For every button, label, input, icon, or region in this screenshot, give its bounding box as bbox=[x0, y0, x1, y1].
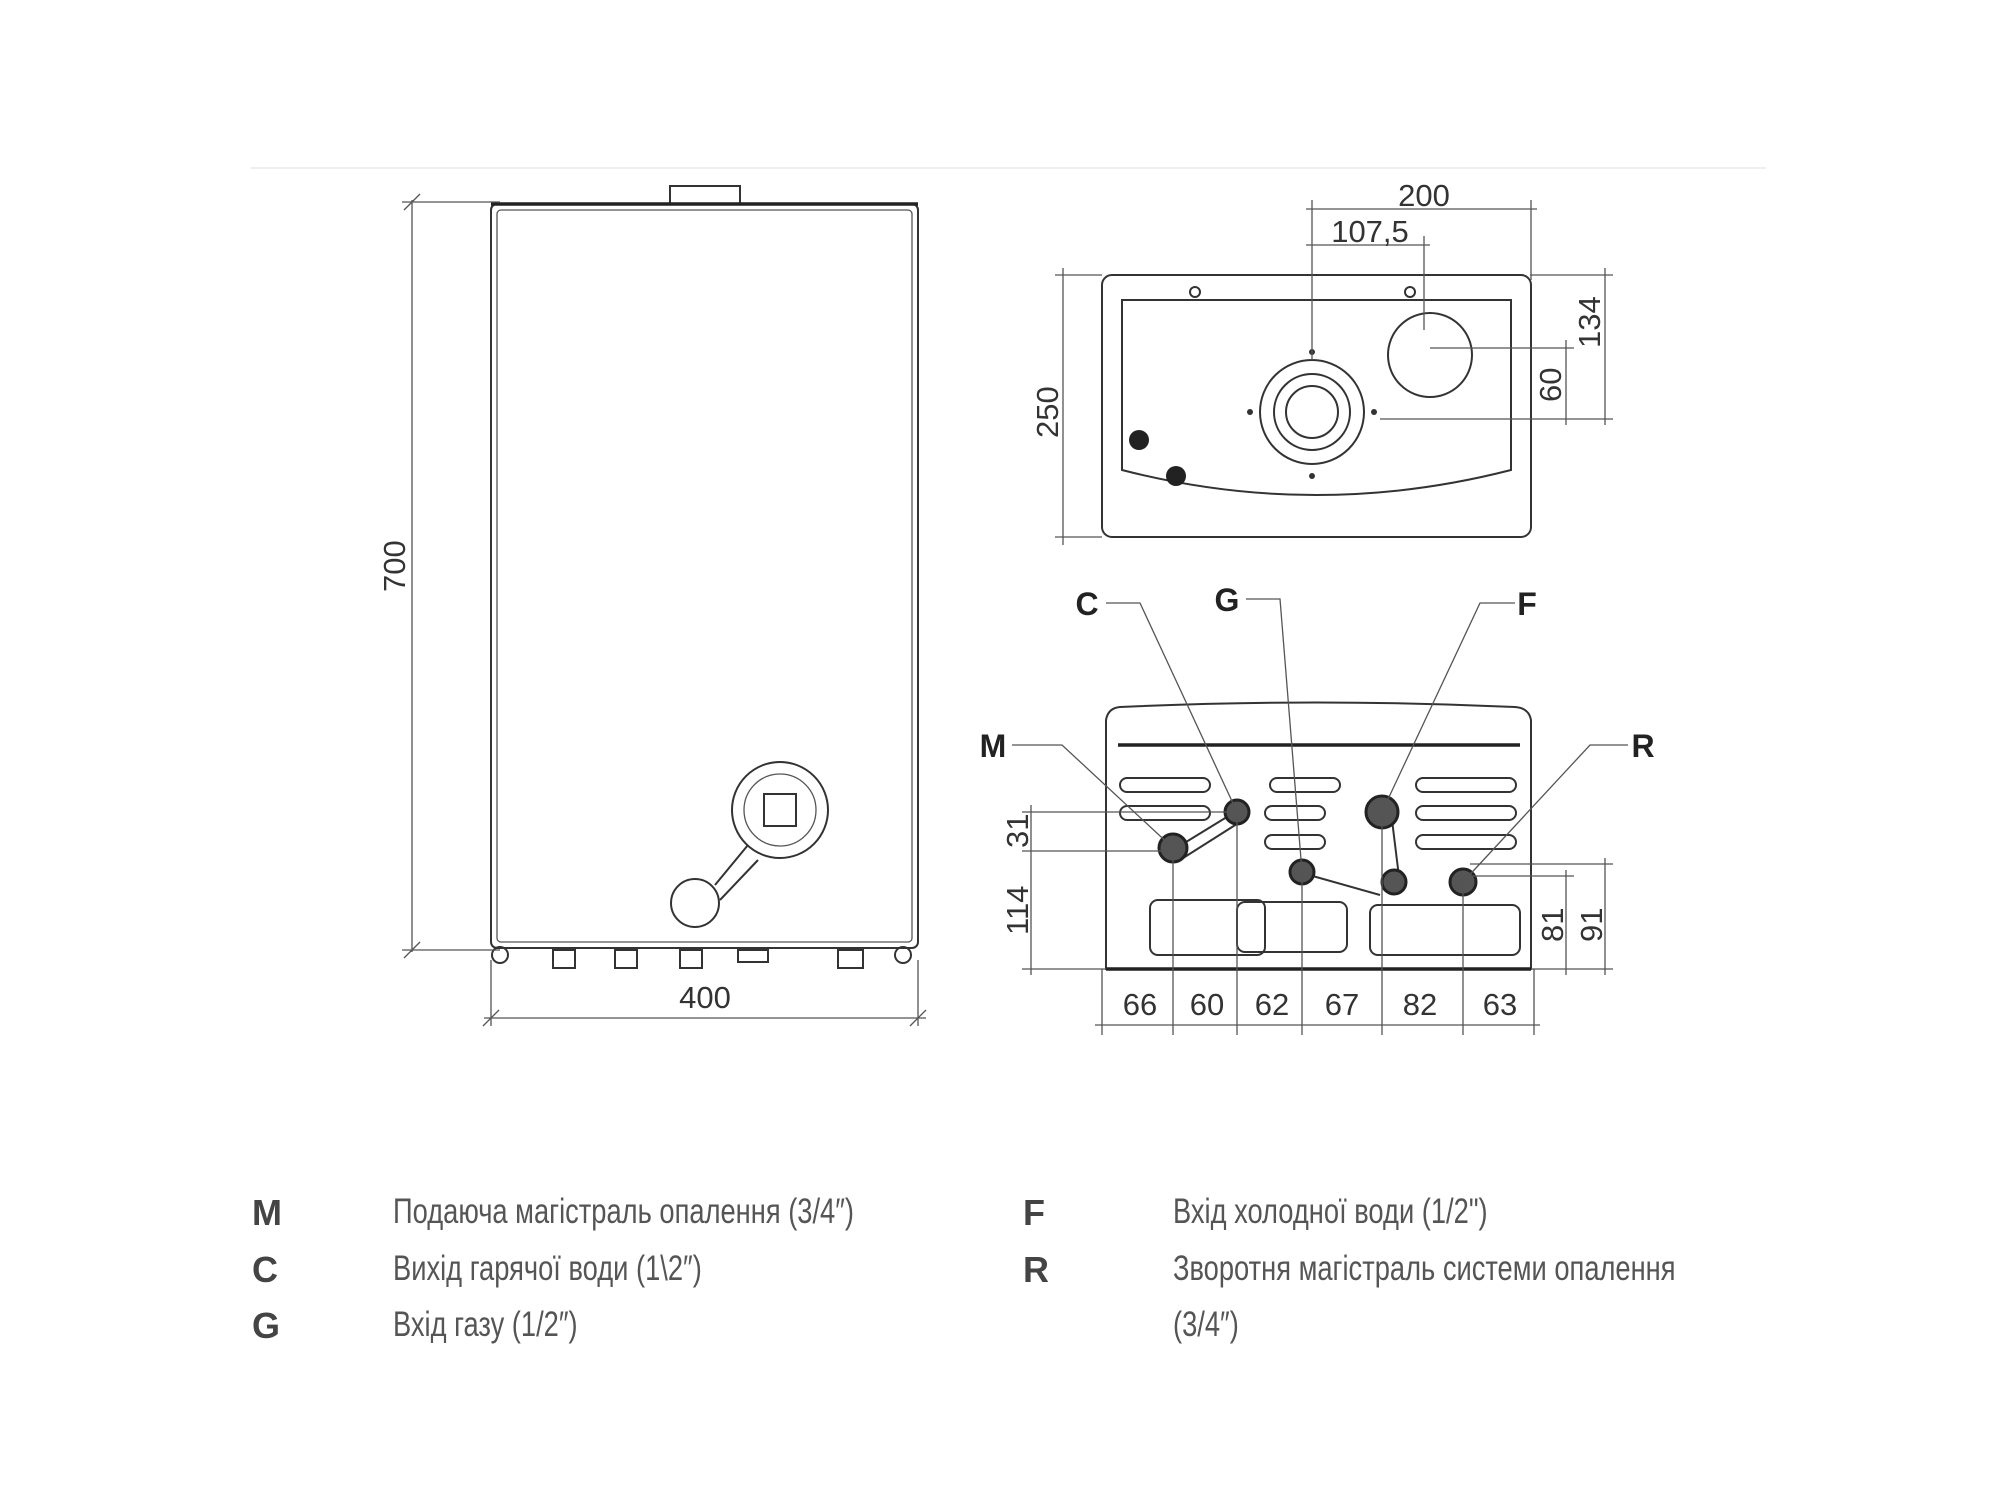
legend-text-m: Подаюча магістраль опалення (3/4″) bbox=[393, 1192, 855, 1231]
label-r: R bbox=[1631, 728, 1654, 764]
legend-text-f: Вхід холодної води (1/2") bbox=[1173, 1192, 1488, 1231]
dimension-700 bbox=[402, 193, 500, 959]
top-width-label: 200 bbox=[1398, 178, 1450, 213]
front-view bbox=[490, 185, 919, 969]
dim-91-label: 91 bbox=[1574, 908, 1609, 942]
dim-31-label: 31 bbox=[1000, 814, 1035, 848]
label-g: G bbox=[1215, 582, 1240, 618]
dimension-400 bbox=[482, 960, 927, 1027]
top-view bbox=[1101, 274, 1532, 538]
dim-label: 63 bbox=[1483, 987, 1517, 1022]
label-c: C bbox=[1075, 586, 1098, 622]
legend-key-g: G bbox=[252, 1305, 281, 1346]
dim-label: 62 bbox=[1255, 987, 1289, 1022]
dimension-60-label: 60 bbox=[1533, 368, 1568, 402]
connector-icons bbox=[1157, 794, 1478, 897]
dim-label: 66 bbox=[1123, 987, 1157, 1022]
legend-key-f: F bbox=[1023, 1192, 1045, 1233]
legend-text-r-size: (3/4″) bbox=[1173, 1305, 1239, 1344]
dim-label: 67 bbox=[1325, 987, 1359, 1022]
height-dimension-label: 700 bbox=[377, 540, 412, 592]
control-panel-icon bbox=[670, 761, 829, 928]
legend-key-m: M bbox=[252, 1192, 282, 1233]
legend-key-c: C bbox=[252, 1249, 278, 1290]
width-dimension-label: 400 bbox=[679, 980, 731, 1015]
dim-114-label: 114 bbox=[1000, 886, 1035, 935]
dim-label: 60 bbox=[1190, 987, 1224, 1022]
callout-leaders bbox=[1012, 598, 1628, 883]
top-view-dimensions bbox=[1055, 200, 1613, 545]
dim-81-label: 81 bbox=[1535, 908, 1570, 942]
bottom-view-dimensions bbox=[1022, 805, 1613, 1035]
horizontal-dimension-labels: 66 60 62 67 82 63 bbox=[1123, 987, 1517, 1022]
bottom-view bbox=[1105, 701, 1532, 971]
dim-label: 82 bbox=[1403, 987, 1437, 1022]
legend-text-r: Зворотня магістраль системи опалення bbox=[1173, 1249, 1676, 1288]
legend-text-c: Вихід гарячої води (1\2″) bbox=[393, 1249, 702, 1288]
depth-label: 250 bbox=[1030, 386, 1065, 438]
label-f: F bbox=[1517, 586, 1537, 622]
flue-offset-label: 107,5 bbox=[1331, 214, 1409, 249]
label-m: M bbox=[980, 728, 1007, 764]
legend-text-g: Вхід газу (1/2″) bbox=[393, 1305, 578, 1344]
legend-key-r: R bbox=[1023, 1249, 1049, 1290]
dimension-134-label: 134 bbox=[1572, 296, 1607, 348]
